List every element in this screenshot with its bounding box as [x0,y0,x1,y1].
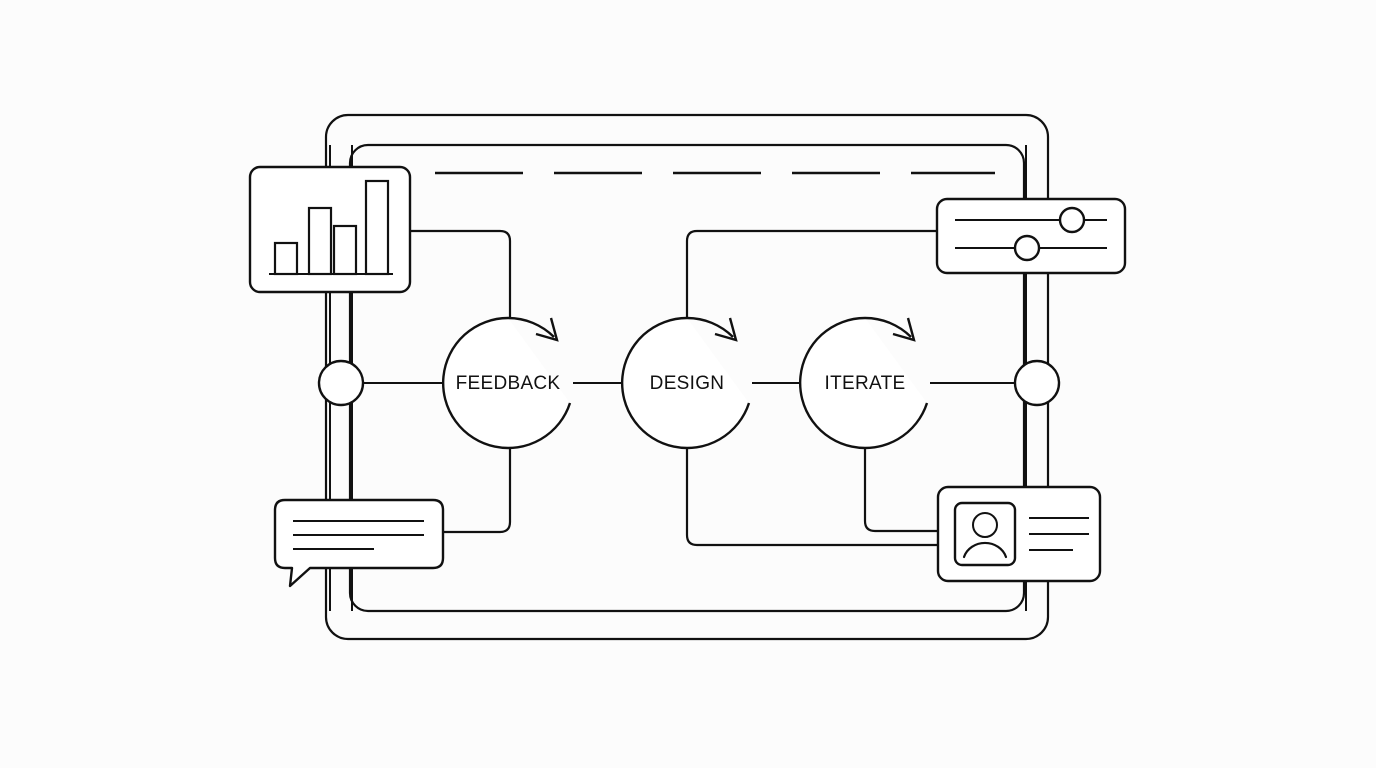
bar-chart-card[interactable] [248,165,412,294]
stage-label-iterate: ITERATE [825,373,906,394]
stage-iterate[interactable]: ITERATE [798,316,929,450]
stage-label-feedback: FEEDBACK [456,373,561,394]
junction-node-left[interactable] [317,359,365,407]
sliders-card[interactable] [935,197,1127,275]
connector-feedback-to-speech [441,447,512,534]
profile-text-lines [1029,517,1089,551]
bar-chart-icon [269,179,393,276]
speech-bubble-lines [293,520,424,550]
connector-design-to-sliders [685,229,939,320]
sliders-icon [955,206,1107,262]
speech-bubble-card[interactable] [273,498,445,588]
profile-card[interactable] [936,485,1102,583]
stage-feedback[interactable]: FEEDBACK [441,316,572,450]
connector-iterate-to-profile [863,447,940,533]
connector-chart-to-feedback [408,229,512,320]
stage-label-design: DESIGN [650,373,725,394]
connector-design-to-profile [685,447,940,547]
stage-design[interactable]: DESIGN [620,316,751,450]
junction-node-right[interactable] [1013,359,1061,407]
profile-avatar-icon [953,501,1017,567]
